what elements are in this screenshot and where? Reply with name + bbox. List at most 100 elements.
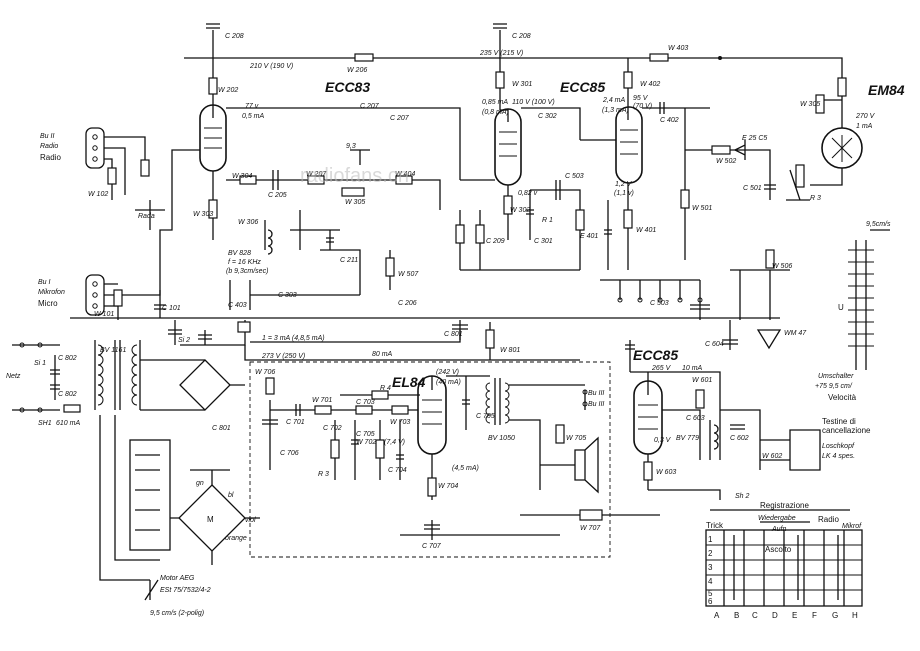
rada-label: Rada [138,213,155,220]
v45ma-label: (4,5 mA) [452,465,479,472]
r1-label: R 1 [542,217,553,224]
w506-label: W 506 [772,263,792,270]
col-label: E [792,611,797,620]
radio-tbl-label: Radio [818,515,839,524]
switch-table-columns: A B C D E F G H [714,611,858,620]
u-right-label: U [838,303,844,312]
c501-label: C 501 [743,185,762,192]
v93-label: 9,3 [346,143,356,150]
ecc83-label: ECC83 [325,79,370,95]
c705b-label: C 705 [476,413,495,420]
radio-label: Radio [40,153,61,162]
v1ma-label: 1 mA [856,123,873,130]
c302-label: C 302 [538,113,557,120]
c206-label: C 206 [398,300,417,307]
w401-label: W 401 [636,227,656,234]
row-label: 6 [708,597,713,606]
w602-label: W 602 [762,453,782,460]
velocita-label: Velocità [828,393,857,402]
w207-label: W 207 [306,171,327,178]
col-label: F [812,611,817,620]
v110-label: 110 V (100 V) [512,99,555,106]
c703-label: C 703 [356,399,375,406]
c704-label: C 704 [388,467,407,474]
c702-label: C 702 [323,425,342,432]
w304-label: W 304 [232,173,252,180]
row-label: 3 [708,563,713,572]
r4-label: R 4 [380,385,391,392]
bv828-speed-label: (b 9,3cm/sec) [226,268,268,275]
w206-label: W 206 [347,67,367,74]
trick-label: Trick [706,521,724,530]
aufn-label: Aufn [771,526,787,533]
watermark: radiofans.cn [300,165,409,187]
w404-label: W 404 [395,171,415,178]
v74-label: (7,4 V) [384,439,405,446]
e25c5-label: E 25 C5 [742,135,767,142]
si2-label: Si 2 [178,337,190,344]
c403-label: C 403 [228,302,247,309]
c603-label: C 603 [686,415,705,422]
w102-label: W 102 [88,191,108,198]
mikrof-label: Mikrof [842,523,862,530]
input-jacks [70,127,780,320]
radio-rad-label: Radio [40,143,58,150]
c503-label: C 503 [565,173,584,180]
sh2-label: Sh 2 [735,493,750,500]
loschkopf-label: Loschkopf [822,443,855,450]
v210-label: 210 V (190 V) [249,63,293,70]
v270-label: 270 V [855,113,876,120]
bv779-label: BV 779 [676,435,699,442]
c706-label: C 706 [280,450,299,457]
c101-label: C 101 [162,305,181,312]
motor-label-1: Motor AEG [160,575,195,582]
v10ma-label: 10 mA [682,365,703,372]
gn-label: gn [196,480,204,487]
ecc85-label-1: ECC85 [560,79,605,95]
v95-label: 95 V [633,95,649,102]
c801b-label: C 801 [444,331,463,338]
col-label: D [772,611,778,620]
w705-label: W 705 [566,435,586,442]
v77-label: 77 v [245,103,259,110]
netz-label: Netz [6,373,21,380]
bv1161-label: BV 1161 [100,347,126,354]
ecc85-stage-2 [580,102,810,270]
ascolto-label: Ascolto [765,545,792,554]
micro-label: Micro [38,299,58,308]
umschalter-label: Umschalter [818,373,854,380]
bv828-freq-label: f = 16 KHz [228,259,261,266]
c301-label: C 301 [534,238,553,245]
v082-label: 0,82 v [518,190,538,197]
w305-em-label: W 305 [800,101,820,108]
row-label: 1 [708,535,713,544]
orange-label: orange [225,535,247,542]
c205-label: C 205 [268,192,287,199]
c802b-label: C 802 [58,391,77,398]
r3-label: R 3 [810,195,821,202]
ecc85-oscillator [625,340,821,500]
em84-label: EM84 [868,82,905,98]
speed-switch [848,229,890,370]
c209-label: C 209 [486,238,505,245]
v12-label: 1,2 V [615,181,633,188]
c604-label: C 604 [705,341,724,348]
v80ma-label: 80 mA [372,351,393,358]
c707-label: C 707 [422,543,442,550]
testine-label-1: Testine di [822,417,856,426]
w305-label: W 305 [345,199,365,206]
col-label: H [852,611,858,620]
v11-label: (1,1 v) [614,190,634,197]
ecc85-stage-1 [455,107,585,271]
power-supply [12,320,580,413]
w706-label: W 706 [255,369,275,376]
e401-label: E 401 [580,233,598,240]
c207-label-b: C 207 [360,103,380,110]
switch-table-rows: 1 2 3 4 5 6 [708,535,713,606]
bu-i-label: Bu I [38,279,51,286]
row-label: 5 [708,589,713,598]
bl-label: bl [228,492,234,499]
ecc85-label-2: ECC85 [633,347,678,363]
v40ma-label: (40 mA) [436,379,461,386]
w306-label: W 306 [238,219,258,226]
